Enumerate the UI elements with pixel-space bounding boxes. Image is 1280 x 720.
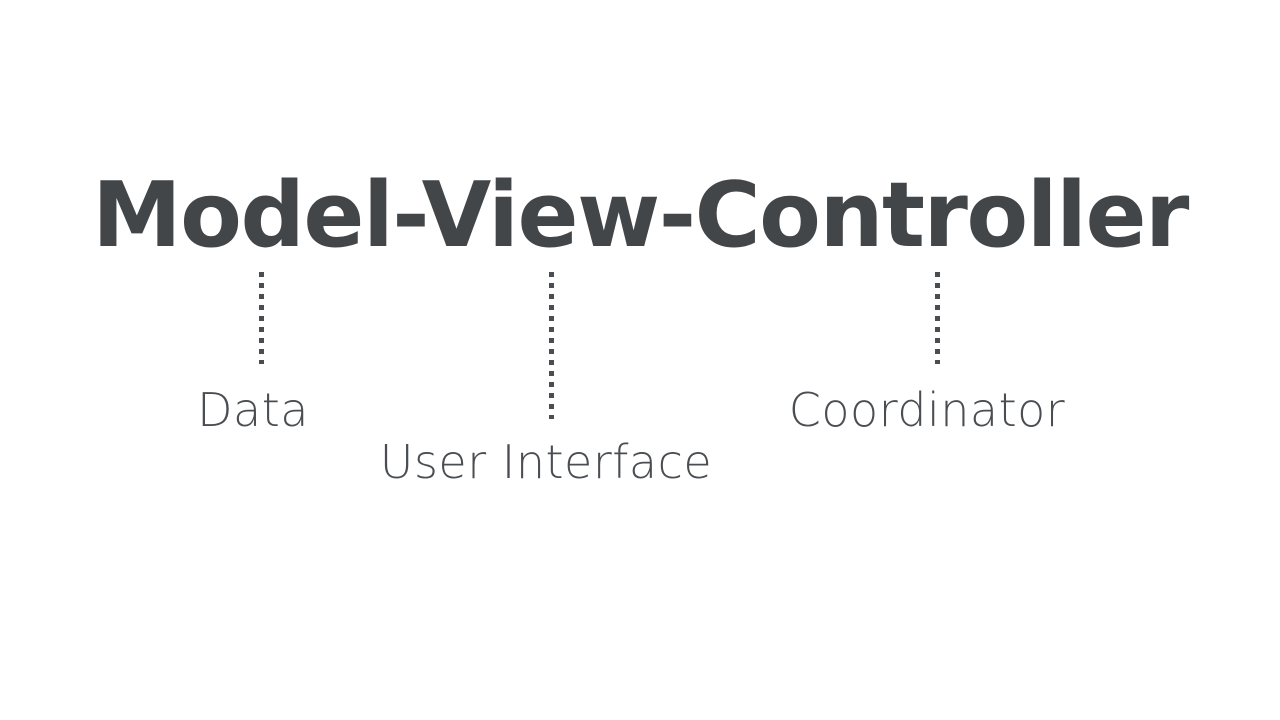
connector-line-controller	[935, 272, 940, 364]
page-title: Model-View-Controller	[92, 163, 1189, 268]
label-view-user-interface: User Interface	[379, 435, 713, 489]
connector-line-view	[549, 272, 554, 419]
label-model-data: Data	[197, 383, 309, 437]
label-controller-coordinator: Coordinator	[788, 383, 1066, 437]
connector-line-model	[259, 272, 264, 364]
